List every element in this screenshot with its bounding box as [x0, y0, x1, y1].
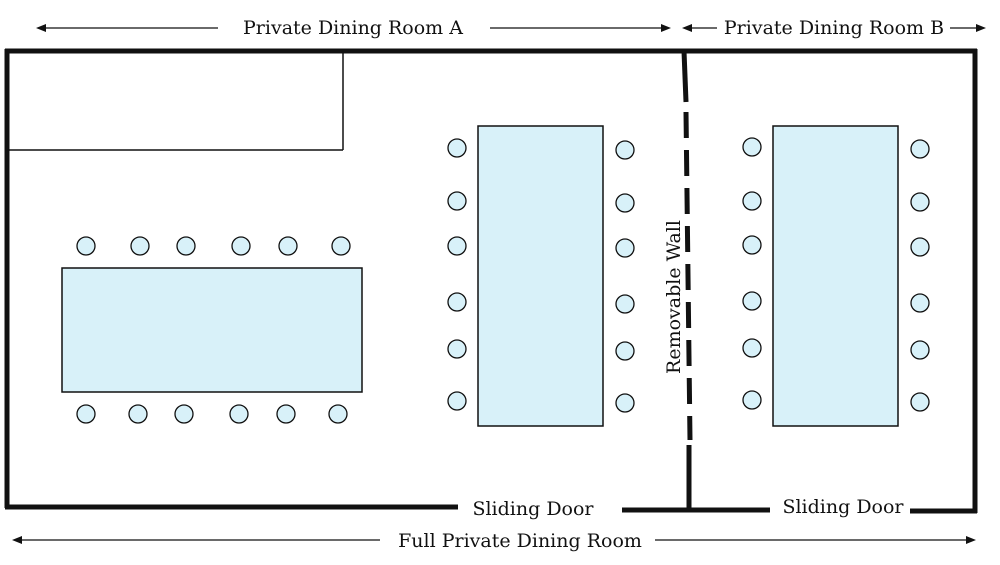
full-room-dimension: Full Private Dining Room [12, 530, 976, 552]
full-room-label: Full Private Dining Room [398, 530, 642, 552]
full-room-arrowhead-right [966, 536, 976, 544]
room-a-arrowhead-left [36, 24, 46, 32]
chair [447, 236, 467, 256]
sliding-door-right-label: Sliding Door [782, 496, 904, 518]
chair [229, 404, 249, 424]
chair [331, 236, 351, 256]
removable-wall-label: Removable Wall [663, 220, 685, 374]
chair [742, 191, 762, 211]
full-room-arrowhead-left [12, 536, 22, 544]
chair [328, 404, 348, 424]
room-a-dimension: Private Dining Room A [36, 17, 671, 39]
chair [742, 291, 762, 311]
sliding-door-left-label: Sliding Door [472, 498, 594, 520]
room-a-arrowhead-right [661, 24, 671, 32]
chair [76, 404, 96, 424]
walls [4, 48, 978, 514]
chair [910, 237, 930, 257]
chair [447, 339, 467, 359]
chair [128, 404, 148, 424]
chair [130, 236, 150, 256]
chair [76, 236, 96, 256]
table-room-a-horizontal [61, 267, 363, 393]
chair [447, 292, 467, 312]
chair [176, 236, 196, 256]
chairs [76, 137, 930, 424]
chair [447, 138, 467, 158]
chair [174, 404, 194, 424]
chair [615, 393, 635, 413]
removable-wall-fixed-top [681, 50, 689, 103]
chair [615, 193, 635, 213]
removable-wall-dashed [683, 111, 693, 441]
chair [742, 137, 762, 157]
room-b-arrowhead-right [976, 24, 986, 32]
chair [910, 139, 930, 159]
chair [742, 338, 762, 358]
chair [615, 140, 635, 160]
chair [910, 392, 930, 412]
chair [910, 293, 930, 313]
room-a-label: Private Dining Room A [243, 17, 463, 39]
chair [615, 294, 635, 314]
table-room-b-vertical [772, 125, 899, 427]
chair [276, 404, 296, 424]
room-b-label: Private Dining Room B [724, 17, 944, 39]
chair [231, 236, 251, 256]
chair [447, 391, 467, 411]
chair [910, 192, 930, 212]
tables [61, 125, 899, 427]
table-room-a-vertical [477, 125, 604, 427]
room-b-arrowhead-left [682, 24, 692, 32]
room-b-dimension: Private Dining Room B [682, 17, 986, 39]
chair [742, 390, 762, 410]
chair [278, 236, 298, 256]
chair [447, 191, 467, 211]
chair [742, 235, 762, 255]
alcove [7, 51, 344, 151]
chair [910, 340, 930, 360]
chair [615, 238, 635, 258]
chair [615, 341, 635, 361]
removable-wall: Removable Wall [663, 50, 693, 510]
